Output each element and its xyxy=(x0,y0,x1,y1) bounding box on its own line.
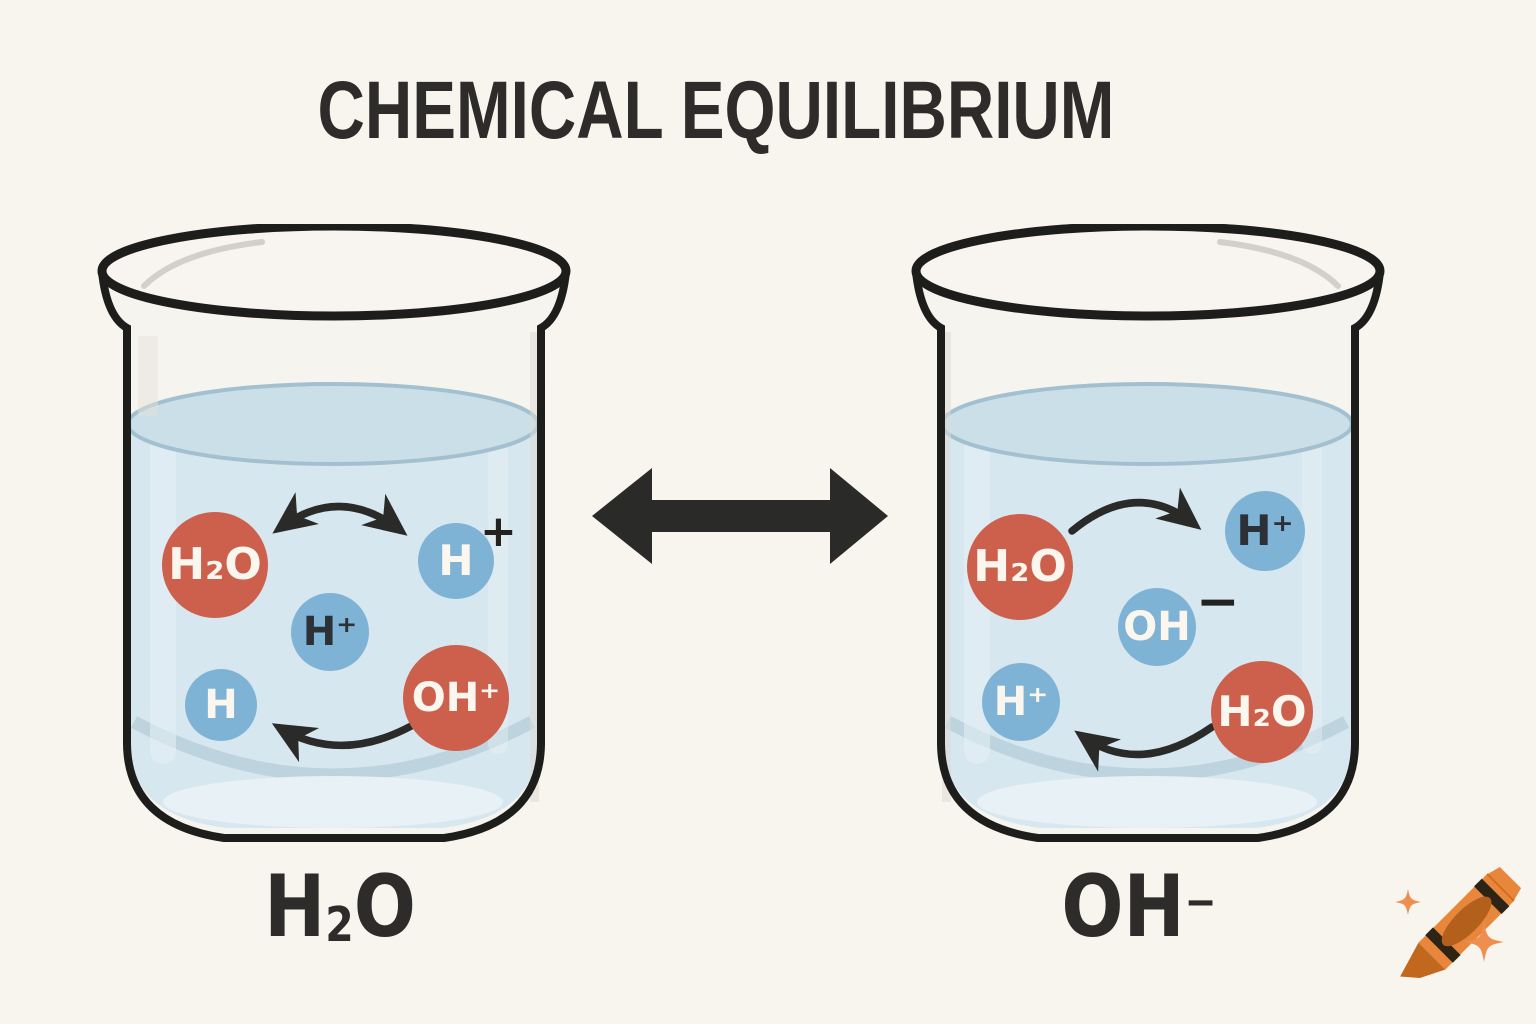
sparkle-icon xyxy=(1395,889,1421,915)
molecule-h2o: H₂O xyxy=(1211,661,1313,763)
beaker-outline xyxy=(912,268,1384,842)
left-equilibrium-curved-arrow-icon xyxy=(272,492,408,536)
molecule-h: H xyxy=(185,669,257,741)
rim-highlight xyxy=(1217,239,1341,289)
formula-part: O xyxy=(353,857,416,957)
crayon-stripe xyxy=(1425,927,1461,963)
glass-streak xyxy=(530,332,539,802)
molecule-oh: OH xyxy=(1118,588,1196,666)
right-forward-reaction-arrow-icon xyxy=(1068,487,1202,535)
right-beaker-label: OH− xyxy=(1044,864,1234,950)
molecule-oh-plus: OH⁺ xyxy=(403,645,509,751)
molecule-h-ion: H xyxy=(418,523,494,599)
glass-streak xyxy=(942,332,951,802)
molecule-h2o: H₂O xyxy=(162,512,268,618)
molecule-h2o: H₂O xyxy=(967,514,1073,620)
right-reverse-reaction-arrow-icon xyxy=(1074,723,1216,772)
sparkle-icon xyxy=(1464,922,1504,962)
crayon-label-oval xyxy=(1441,896,1492,947)
plus-charge-sign: + xyxy=(480,506,517,557)
page-title: CHEMICAL EQUILIBRIUM xyxy=(317,65,1115,156)
water-streak xyxy=(150,434,176,764)
minus-charge-sign: − xyxy=(1196,572,1240,632)
formula-part: OH xyxy=(1061,857,1185,957)
formula-superscript: − xyxy=(1184,875,1217,929)
formula-subscript: 2 xyxy=(325,896,354,953)
crayon-icon xyxy=(1395,866,1522,978)
water-bottom-highlight xyxy=(163,776,503,828)
rim-highlight xyxy=(141,239,265,289)
formula-part: H xyxy=(264,857,326,957)
water-bottom-highlight xyxy=(977,776,1317,828)
beaker-outline xyxy=(98,268,570,842)
water-bottom-shading xyxy=(130,716,536,782)
glass-streak xyxy=(138,336,158,416)
equilibrium-double-arrow-icon xyxy=(592,468,888,564)
molecule-h-plus: H⁺ xyxy=(1225,491,1305,571)
molecule-h-plus: H⁺ xyxy=(291,593,369,671)
crayon-tip xyxy=(1400,942,1446,978)
molecule-h-plus: H⁺ xyxy=(982,663,1060,741)
crayon-stripe xyxy=(1474,878,1510,914)
left-beaker-label: H2O xyxy=(245,864,435,950)
left-reverse-reaction-arrow-icon xyxy=(271,712,432,763)
water-streak xyxy=(1302,434,1322,754)
crayon-butt xyxy=(1486,866,1522,902)
